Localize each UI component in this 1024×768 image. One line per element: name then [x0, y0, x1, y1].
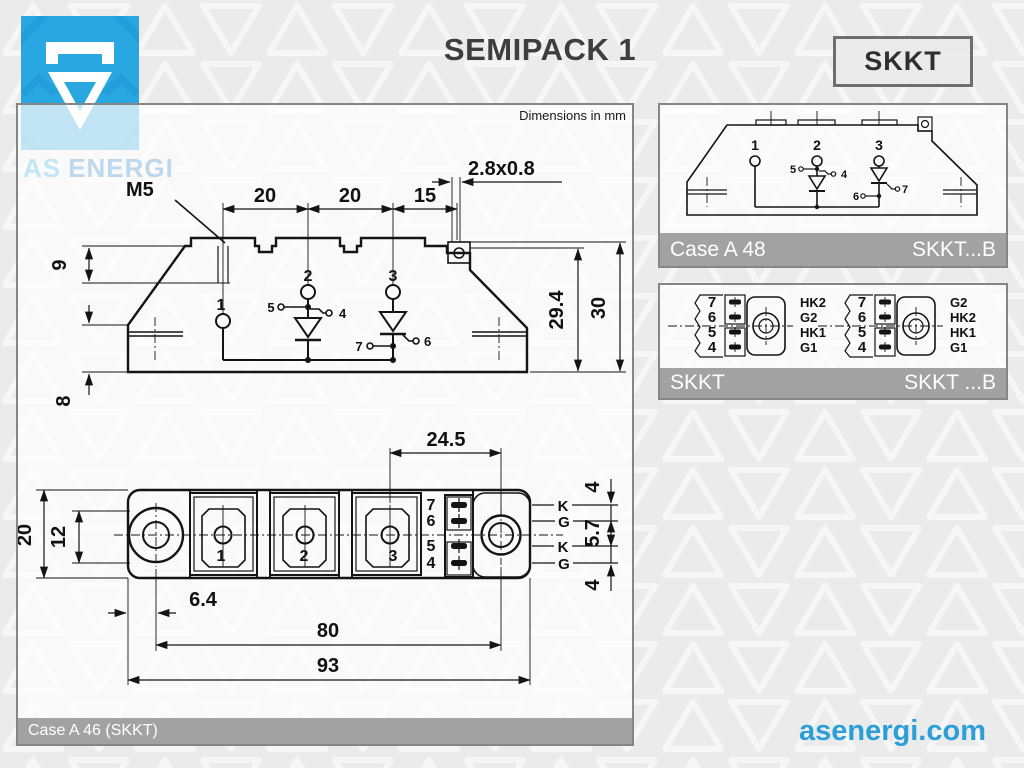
case-label: Case A 46 (SKKT)	[28, 722, 158, 739]
pinout-drawing: 7 6 5 4 HK2 G2 HK1 G1	[668, 294, 976, 358]
pad-label: 1	[217, 548, 226, 565]
series-badge-button[interactable]: SKKT	[833, 36, 973, 87]
terminal-label: 3	[389, 268, 398, 285]
side-view-circuit: 1 2 5 4 3	[215, 238, 431, 363]
dim-label: 30	[588, 297, 610, 319]
signal-label: G2	[950, 295, 967, 310]
dim-label: 80	[317, 620, 339, 642]
dim-label: 6.4	[189, 589, 218, 611]
pad-label: 3	[389, 548, 398, 565]
terminal-label: 1	[751, 137, 759, 153]
gate-terminal-label: 6	[424, 334, 431, 349]
dim-label: 4	[582, 579, 604, 591]
dim-label: 24.5	[427, 429, 466, 451]
dim-label: 15	[414, 185, 436, 207]
a48-outline	[686, 111, 978, 216]
a48-circuit: 1 2 5 4 3	[749, 137, 908, 210]
dim-label: 4	[582, 481, 604, 493]
aux-terminal-label: 7	[355, 339, 362, 354]
aux-terminal-label: 5	[267, 300, 274, 315]
terminal-label: 1	[217, 297, 226, 314]
dim-label: 93	[317, 655, 339, 677]
signal-label: K	[558, 539, 569, 556]
pin-number: 5	[708, 324, 716, 341]
pins-icon	[729, 297, 741, 352]
dim-label: 20	[339, 185, 361, 207]
website-link[interactable]: asenergi.com	[799, 715, 986, 747]
signal-label: K	[558, 498, 569, 515]
pinout-left: 7 6 5 4 HK2 G2 HK1 G1	[668, 294, 826, 358]
signal-label: HK1	[950, 325, 976, 340]
signal-label: G1	[800, 340, 817, 355]
pinout-panel: 7 6 5 4 HK2 G2 HK1 G1	[658, 283, 1008, 400]
control-pins	[451, 498, 467, 570]
signal-label: G2	[800, 310, 817, 325]
signal-label: HK2	[950, 310, 976, 325]
signal-label: HK1	[800, 325, 826, 340]
pin-number: 6	[427, 513, 436, 530]
bottom-view-outline: 1 2 3	[114, 488, 563, 580]
gate-terminal-label: 4	[339, 306, 347, 321]
tab-label: 2.8x0.8	[468, 158, 535, 180]
pin-number: 5	[858, 324, 866, 341]
terminal-label: 2	[813, 137, 821, 153]
case-label-bar: Case A 46 (SKKT)	[18, 718, 632, 744]
side-view-outline	[126, 236, 529, 374]
aux-terminal-label: 5	[790, 164, 796, 176]
a48-label-bar: Case A 48 SKKT...B	[660, 233, 1006, 266]
gate-terminal-label: 7	[902, 184, 908, 196]
gate-terminal-label: 4	[841, 169, 848, 181]
dim-label: 8	[53, 395, 75, 406]
technical-drawing: 20 20 15 M5 2.8x0.8 9	[14, 158, 626, 685]
pin-number: 4	[708, 339, 717, 356]
dim-label: 5.7	[582, 519, 604, 547]
dim-label: 29.4	[546, 290, 568, 330]
signal-label: G1	[950, 340, 967, 355]
signal-label: HK2	[800, 295, 826, 310]
bottom-view-signal-leaders: K G K G	[532, 498, 618, 573]
pins-icon	[879, 297, 891, 352]
pin-number: 7	[858, 294, 866, 311]
bottom-view-dimensions: 4 5.7 4 24.5 20 12	[14, 429, 616, 685]
signal-label: G	[558, 556, 570, 573]
signal-label: G	[558, 514, 570, 531]
pin-number: 7	[708, 294, 716, 311]
main-drawing-panel: Dimensions in mm	[14, 103, 634, 746]
case-a48-panel: 1 2 5 4 3	[658, 103, 1008, 268]
pinout-right: 7 6 5 4 G2 HK2 HK1 G1	[818, 294, 976, 358]
pin-number: 4	[427, 555, 436, 572]
terminal-label: 3	[875, 137, 883, 153]
dim-label: 20	[254, 185, 276, 207]
thread-label: M5	[126, 179, 154, 201]
units-note: Dimensions in mm	[519, 108, 626, 123]
pin-number: 6	[708, 309, 716, 326]
pinout-label-bar: SKKT SKKT ...B	[660, 368, 1006, 398]
case-a48-drawing: 1 2 5 4 3	[686, 111, 978, 216]
a48-case-label: Case A 48	[670, 237, 766, 261]
dim-label: 12	[48, 526, 70, 548]
pad-label: 2	[300, 548, 309, 565]
side-view-dimensions: 20 20 15 M5 2.8x0.8 9	[49, 158, 626, 407]
aux-terminal-label: 6	[853, 191, 859, 203]
pin-number: 6	[858, 309, 866, 326]
pinout-right-label: SKKT ...B	[904, 371, 996, 394]
page-title: SEMIPACK 1	[443, 32, 637, 67]
pinout-left-label: SKKT	[670, 371, 725, 394]
pin-number: 4	[858, 339, 867, 356]
pin-number: 5	[427, 538, 436, 555]
dim-label: 20	[18, 524, 36, 546]
terminal-label: 2	[304, 268, 313, 285]
a48-type-label: SKKT...B	[911, 237, 996, 261]
pin-number: 7	[427, 497, 436, 514]
dim-label: 9	[49, 259, 71, 270]
